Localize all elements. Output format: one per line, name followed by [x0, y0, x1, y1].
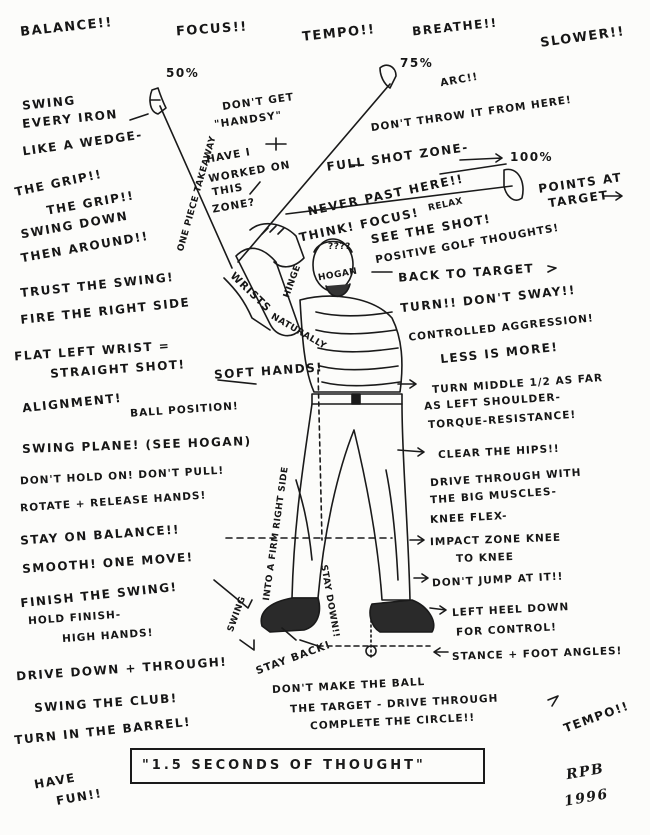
club-head-50	[149, 87, 167, 115]
mark-100-percent: 100%	[510, 150, 554, 164]
page-title: "1.5 SECONDS OF THOUGHT"	[142, 758, 426, 773]
golfer-torso	[299, 295, 403, 393]
note-right-13: TO KNEE	[455, 550, 515, 566]
right-shoe	[369, 599, 435, 633]
note-question-marks: ????	[328, 242, 351, 252]
club-head-100	[503, 168, 524, 201]
left-shoe	[260, 597, 321, 633]
club-shaft-100	[285, 185, 513, 215]
mark-50-percent: 50%	[166, 66, 200, 80]
golfer-legs	[291, 403, 411, 601]
club-head-75	[379, 64, 397, 89]
club-shaft-50	[159, 105, 233, 269]
title-box	[130, 748, 485, 784]
mark-75-percent: 75%	[400, 56, 434, 70]
